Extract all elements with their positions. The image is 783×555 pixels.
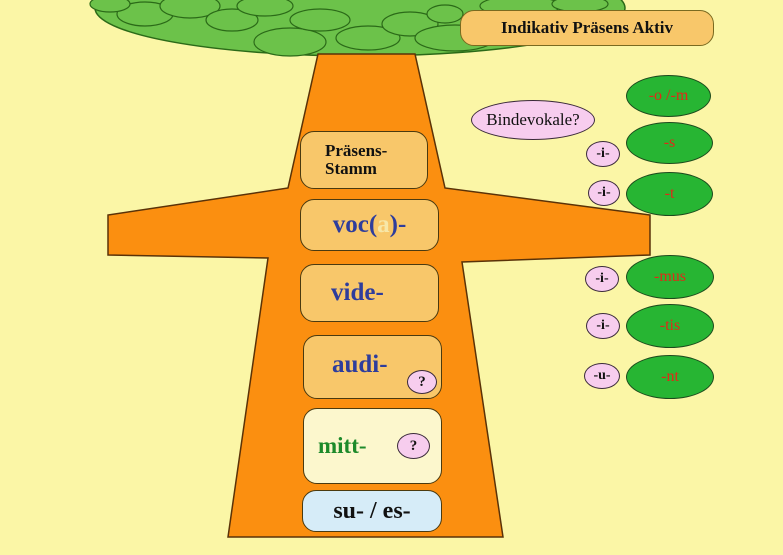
stem-voca-dash: - [397,211,407,238]
connecting-vowel-3sg: -i- [588,180,620,206]
ending-3sg: -t [626,172,713,216]
stem-voca-paren-open: ( [368,211,378,238]
connecting-vowel-3pl: -u- [584,363,620,389]
stem-header: Präsens- Stamm [300,131,428,189]
stem-header-line-2: Stamm [325,159,377,178]
ending-2sg: -s [626,122,713,164]
stem-audi[interactable]: audi- [303,335,442,399]
ending-1sg: -o /-m [626,75,711,117]
audi-question-badge[interactable]: ? [407,370,437,394]
stem-vide[interactable]: vide- [300,264,439,322]
connecting-vowel-2sg: -i- [586,141,620,167]
stem-voca-root: voc [332,211,369,238]
mitt-question-badge[interactable]: ? [397,433,430,459]
connecting-vowel-1pl: -i- [585,266,619,292]
bindevokale-label: Bindevokale? [471,100,595,140]
stem-sues[interactable]: su- / es- [302,490,442,532]
ending-1pl: -mus [626,255,714,299]
stem-voca[interactable]: voc(a)- [300,199,439,251]
connecting-vowel-2pl: -i- [586,313,620,339]
stem-voca-paren-close: ) [389,211,398,238]
ending-2pl: -tis [626,304,714,348]
ending-3pl: -nt [626,355,714,399]
stem-voca-vowel: a [377,211,390,238]
tense-title: Indikativ Präsens Aktiv [460,10,714,46]
stem-header-line-1: Präsens- [325,141,388,160]
